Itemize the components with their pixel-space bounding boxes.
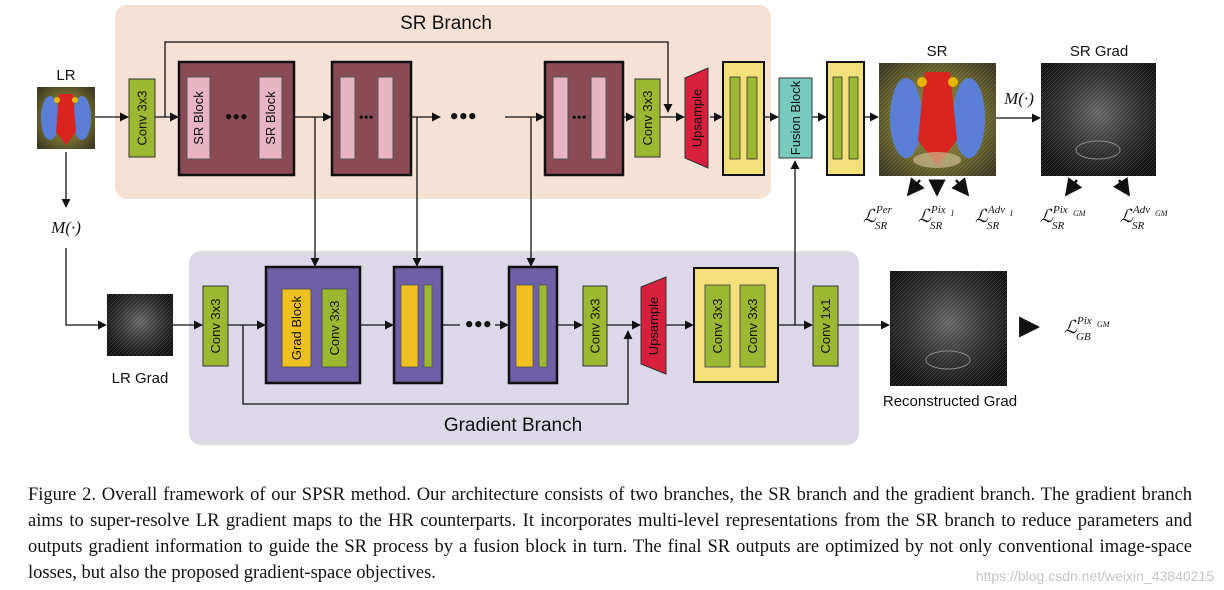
reconstructed-grad-image [890,271,1007,386]
grad-pair-conv3x3-label-2: Conv 3x3 [745,299,760,354]
svg-text:ℒ: ℒ [918,206,932,226]
svg-text:SR: SR [987,220,1000,232]
svg-text:•••: ••• [572,111,587,126]
sr-output-conv-block [826,61,865,176]
svg-text:Pix: Pix [930,204,946,216]
sr-upsample-block [684,67,709,169]
sr-branch-title: SR Branch [400,13,492,34]
loss-sr-pixel-image: ℒ Pix I SR [918,204,954,232]
sr-label: SR [927,43,948,60]
loss-sr-perceptual: ℒ Per SR [863,204,893,232]
lr-image [37,87,95,149]
sr-grad-image [1041,63,1156,176]
svg-text:SR: SR [930,220,943,232]
sr-conv-pair-block [722,61,765,176]
gradient-operator-right: M(·) [1003,89,1034,108]
gradient-branch-title: Gradient Branch [444,415,582,436]
sr-ellipsis: ••• [449,102,476,131]
grad-block-label: Grad Block [289,295,304,360]
svg-text:ℒ: ℒ [1120,206,1134,226]
svg-text:SR: SR [875,220,888,232]
lr-grad-image [107,294,173,356]
sr-conv3x3-label-2: Conv 3x3 [640,91,655,146]
svg-text:Adv: Adv [987,204,1005,216]
gradient-operator-left: M(·) [50,218,81,237]
svg-text:Pix: Pix [1052,204,1068,216]
svg-text:Pix: Pix [1076,315,1092,327]
sr-block-2 [258,76,283,160]
svg-text:ℒ: ℒ [975,206,989,226]
sr-block-ellipsis: ••• [224,104,247,129]
grad-block [281,288,312,368]
watermark: https://blog.csdn.net/weixin_43840215 [975,568,1214,584]
grad-conv3x3-label: Conv 3x3 [208,299,223,354]
grad-upsample-block [640,276,667,375]
sr-grad-label: SR Grad [1070,43,1128,60]
framework-diagram: SR Branch Gradient Branch LR ••• Conv 3x… [37,5,1169,445]
sr-conv3x3-block-2 [634,78,661,158]
loss-sr-pixel-gradient: ℒ Pix GM SR [1040,204,1087,232]
reconstructed-grad-label: Reconstructed Grad [883,393,1017,410]
svg-text:Adv: Adv [1132,204,1150,216]
svg-text:ℒ: ℒ [863,206,877,226]
sr-block-1-label: SR Block [191,91,206,145]
svg-text:Per: Per [875,204,893,216]
svg-text:GM: GM [1073,209,1087,218]
svg-text:•••: ••• [359,111,374,126]
fusion-block [778,77,813,159]
svg-text:ℒ: ℒ [1040,206,1054,226]
loss-sr-adversarial-gradient: ℒ Adv GM SR [1120,204,1169,232]
sr-conv3x3-label: Conv 3x3 [135,91,150,146]
lr-label: LR [56,67,75,84]
figure-caption: Figure 2. Overall framework of our SPSR … [28,485,1192,583]
sr-conv3x3-block [128,78,156,158]
svg-text:GB: GB [1076,331,1091,343]
svg-text:I: I [950,209,954,218]
fusion-block-label: Fusion Block [788,80,803,155]
grad-conv3x3-label-2: Conv 3x3 [588,299,603,354]
grad-inner-conv3x3-label: Conv 3x3 [327,301,342,356]
svg-text:SR: SR [1132,220,1145,232]
loss-sr-adversarial-image: ℒ Adv I SR [975,204,1013,232]
grad-conv1x1-block [812,285,839,367]
svg-text:GM: GM [1155,209,1169,218]
gradient-ellipsis: ••• [464,310,491,339]
sr-block-1 [186,76,211,160]
grad-inner-conv3x3 [321,288,348,368]
svg-text:I: I [1009,209,1013,218]
svg-text:GM: GM [1097,320,1111,329]
loss-gb-pixel-gradient: ℒ Pix GM GB [1064,315,1111,343]
grad-upsample-label: Upsample [646,297,661,356]
sr-upsample-label: Upsample [690,89,705,148]
grad-conv1x1-label: Conv 1x1 [818,299,833,354]
grad-conv3x3-block [202,285,229,367]
sr-block-2-label: SR Block [263,91,278,145]
lr-grad-label: LR Grad [112,370,169,387]
grad-pair-conv3x3-label-1: Conv 3x3 [710,299,725,354]
grad-conv3x3-block-2 [582,285,608,367]
svg-text:SR: SR [1052,220,1065,232]
sr-image [879,63,996,176]
svg-text:ℒ: ℒ [1064,317,1078,337]
